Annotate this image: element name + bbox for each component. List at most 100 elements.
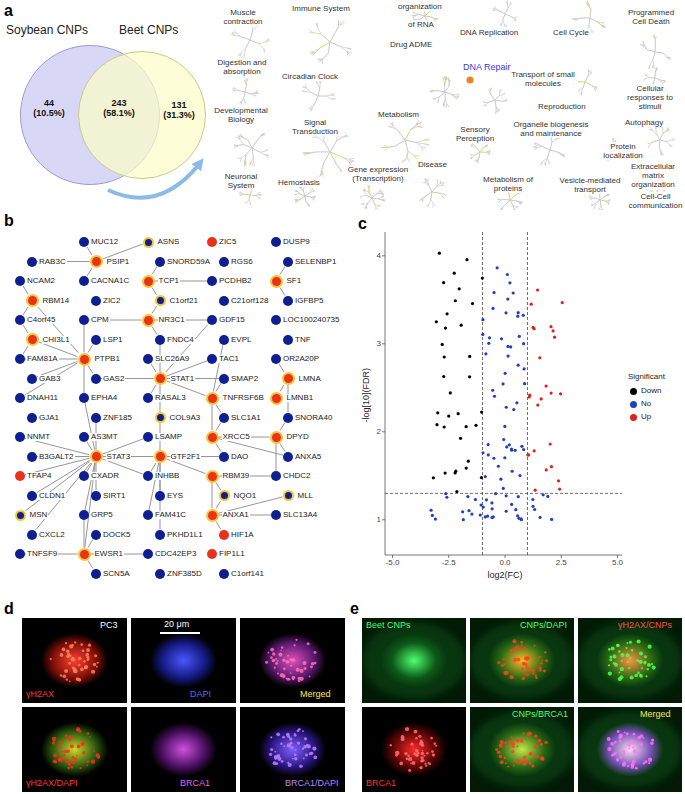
pathway-branch xyxy=(240,194,242,196)
pathway-branch xyxy=(315,96,318,103)
nuclear-focus xyxy=(80,643,83,646)
pathway-branch xyxy=(372,194,377,198)
pathway-branch xyxy=(485,152,488,153)
pathway-branch xyxy=(448,78,449,81)
pathway-branch xyxy=(416,122,418,126)
nuclear-focus xyxy=(405,727,409,731)
pathway-branch xyxy=(514,18,516,19)
pathway-branch xyxy=(320,172,322,177)
gene-node: CHDC2 xyxy=(271,471,281,481)
pathway-branch xyxy=(537,146,542,148)
nuclear-focus xyxy=(66,655,69,658)
pathway-branch xyxy=(505,100,507,101)
pathway-branch xyxy=(419,14,425,16)
nuclear-focus xyxy=(309,676,311,678)
hub-gene-node: NR3C1 xyxy=(142,314,155,327)
data-point xyxy=(528,394,531,397)
pathway-branch xyxy=(476,161,477,163)
background-glow xyxy=(578,622,682,699)
pathway-branch xyxy=(427,178,429,181)
nuclear-focus xyxy=(648,645,652,649)
pathway-branch xyxy=(433,99,435,100)
pathway-branch xyxy=(240,101,242,103)
nuclear-focus xyxy=(521,667,524,670)
data-point xyxy=(480,476,483,479)
pathway-branch xyxy=(306,91,311,93)
pathway-branch xyxy=(411,126,416,130)
nuclear-focus xyxy=(531,669,535,673)
pathway-branch xyxy=(644,74,646,76)
pathway-branch xyxy=(378,205,380,206)
pathway-branch xyxy=(510,200,513,206)
data-point xyxy=(544,384,547,387)
pathway-branch xyxy=(605,201,608,203)
pathway-branch xyxy=(579,90,580,92)
pathway-branch xyxy=(429,199,431,204)
pathway-branch xyxy=(456,97,459,98)
nuclear-focus xyxy=(608,648,611,651)
pathway-branch xyxy=(347,48,351,50)
nuclear-focus xyxy=(276,762,279,765)
pathway-branch xyxy=(495,111,497,114)
nuclear-focus xyxy=(290,665,292,667)
nuclear-focus xyxy=(63,754,65,756)
pathway-branch xyxy=(499,94,503,96)
pathway-branch xyxy=(655,36,656,39)
nuclear-focus xyxy=(522,677,525,680)
nuclear-focus xyxy=(516,745,518,747)
pathway-branch xyxy=(654,65,655,69)
pathway-branch xyxy=(392,127,398,130)
pathway-branch xyxy=(516,207,518,208)
pathway-branch xyxy=(249,195,250,200)
pathway-branch xyxy=(501,100,505,101)
pathway-branch xyxy=(670,144,673,146)
nuclear-focus xyxy=(636,752,639,755)
tick-mark xyxy=(448,555,449,558)
pathway-branch xyxy=(562,154,565,155)
pathway-branch xyxy=(505,14,511,16)
gene-node: AS3MT xyxy=(79,432,89,442)
pathway-branch xyxy=(433,90,438,91)
network-edge xyxy=(216,405,221,413)
cell-nucleus xyxy=(259,633,326,687)
nuclear-focus xyxy=(68,762,72,766)
nuclear-focus xyxy=(296,668,300,672)
pathway-branch xyxy=(660,80,664,82)
background-glow xyxy=(470,711,574,788)
pathway-branch xyxy=(437,185,442,186)
pathway-branch xyxy=(240,101,242,103)
pathway-branch xyxy=(238,53,241,56)
hub-gene-node: SF1 xyxy=(270,275,283,288)
data-point xyxy=(436,411,439,414)
pathway-branch xyxy=(382,194,383,197)
pathway-branch xyxy=(234,87,235,89)
data-point xyxy=(557,479,560,482)
nuclear-focus xyxy=(639,674,643,678)
pathway-branch xyxy=(585,82,591,85)
marked-gene-node: C1orf21 xyxy=(155,295,166,306)
gene-node: RGS6 xyxy=(219,257,229,267)
pathway-branch xyxy=(297,199,301,201)
nuclear-focus xyxy=(67,767,70,770)
gene-label: EYS xyxy=(166,492,184,500)
pathway-branch xyxy=(521,202,523,204)
pathway-branch xyxy=(413,11,415,13)
cell-nucleus xyxy=(41,633,108,687)
pathway-branch xyxy=(445,86,449,92)
pathway-branch xyxy=(426,204,429,206)
pathway-branch xyxy=(659,147,661,151)
pathway-branch xyxy=(245,82,246,86)
data-point xyxy=(488,336,491,339)
pathway-branch xyxy=(382,195,384,197)
nuclear-focus xyxy=(414,730,418,734)
pathway-branch xyxy=(301,188,303,191)
network-edge xyxy=(87,247,92,255)
nuclear-focus xyxy=(97,755,100,758)
gene-label: COL9A3 xyxy=(169,414,202,422)
pathway-branch xyxy=(257,136,261,141)
gene-label: LOC100240735 xyxy=(282,316,341,324)
venn-count: 131 (31.3%) xyxy=(159,100,199,121)
gene-label: ZNF185 xyxy=(102,414,133,422)
pathway-branch xyxy=(514,209,516,210)
nuclear-focus xyxy=(69,735,72,738)
